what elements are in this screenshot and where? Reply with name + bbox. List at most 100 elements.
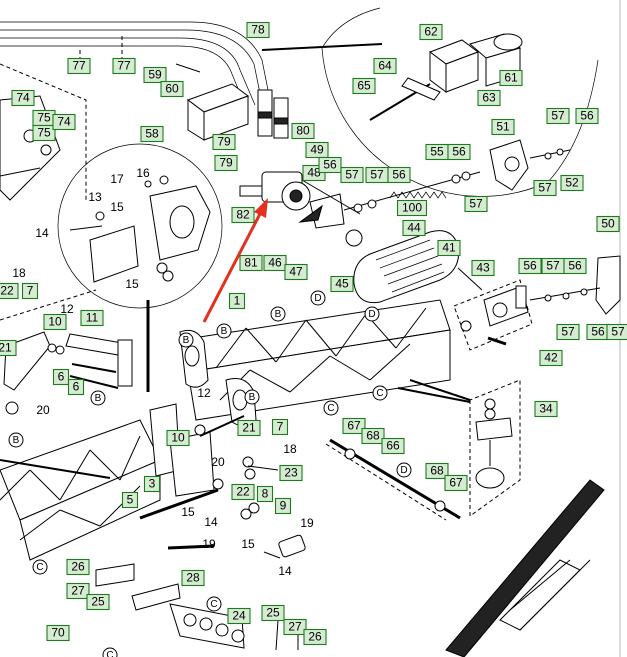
callout-100[interactable]: 100 xyxy=(396,199,428,217)
callout-56[interactable]: 56 xyxy=(518,257,542,275)
callout-43[interactable]: 43 xyxy=(471,259,495,277)
callout-56[interactable]: 56 xyxy=(318,156,342,174)
callout-9[interactable]: 9 xyxy=(274,497,292,515)
callout-box[interactable] xyxy=(239,254,263,272)
callout-box[interactable] xyxy=(160,80,184,98)
callout-box[interactable] xyxy=(373,57,397,75)
callout-box[interactable] xyxy=(143,66,167,84)
callout-49[interactable]: 49 xyxy=(305,141,329,159)
callout-66[interactable]: 66 xyxy=(381,437,405,455)
callout-box[interactable] xyxy=(305,141,329,159)
callout-6[interactable]: 6 xyxy=(52,368,70,386)
callout-box[interactable] xyxy=(121,491,139,509)
callout-57[interactable]: 57 xyxy=(365,166,389,184)
callout-25[interactable]: 25 xyxy=(261,604,285,622)
callout-box[interactable] xyxy=(291,122,315,140)
callout-box[interactable] xyxy=(112,57,136,75)
callout-box[interactable] xyxy=(606,323,627,341)
callout-box[interactable] xyxy=(491,118,515,136)
callout-box[interactable] xyxy=(419,23,443,41)
callout-22[interactable]: 22 xyxy=(0,282,19,300)
callout-34[interactable]: 34 xyxy=(534,400,558,418)
callout-28[interactable]: 28 xyxy=(181,569,205,587)
callout-box[interactable] xyxy=(52,113,76,131)
callout-6[interactable]: 6 xyxy=(67,378,85,396)
callout-63[interactable]: 63 xyxy=(477,89,501,107)
callout-46[interactable]: 46 xyxy=(263,254,287,272)
callout-79[interactable]: 79 xyxy=(214,154,238,172)
callout-box[interactable] xyxy=(263,254,287,272)
callout-box[interactable] xyxy=(425,462,449,480)
callout-61[interactable]: 61 xyxy=(499,69,523,87)
callout-box[interactable] xyxy=(560,174,584,192)
callout-box[interactable] xyxy=(340,166,364,184)
callout-box[interactable] xyxy=(228,292,246,310)
callout-box[interactable] xyxy=(437,239,461,257)
callout-box[interactable] xyxy=(534,400,558,418)
callout-7[interactable]: 7 xyxy=(271,418,289,436)
callout-box[interactable] xyxy=(0,339,17,357)
callout-box[interactable] xyxy=(52,368,70,386)
callout-box[interactable] xyxy=(447,143,471,161)
callout-box[interactable] xyxy=(596,215,620,233)
callout-57[interactable]: 57 xyxy=(606,323,627,341)
callout-box[interactable] xyxy=(67,378,85,396)
callout-box[interactable] xyxy=(318,156,342,174)
callout-62[interactable]: 62 xyxy=(419,23,443,41)
callout-52[interactable]: 52 xyxy=(560,174,584,192)
callout-box[interactable] xyxy=(539,349,563,367)
callout-8[interactable]: 8 xyxy=(256,485,274,503)
callout-box[interactable] xyxy=(556,323,580,341)
callout-box[interactable] xyxy=(274,497,292,515)
callout-24[interactable]: 24 xyxy=(227,607,251,625)
callout-box[interactable] xyxy=(67,57,91,75)
callout-box[interactable] xyxy=(11,89,35,107)
callout-56[interactable]: 56 xyxy=(586,323,610,341)
callout-box[interactable] xyxy=(66,558,90,576)
callout-box[interactable] xyxy=(80,309,104,327)
callout-box[interactable] xyxy=(464,195,488,213)
callout-57[interactable]: 57 xyxy=(556,323,580,341)
callout-box[interactable] xyxy=(402,219,426,237)
callout-64[interactable]: 64 xyxy=(373,57,397,75)
callout-box[interactable] xyxy=(396,199,428,217)
callout-box[interactable] xyxy=(231,206,255,224)
callout-70[interactable]: 70 xyxy=(46,624,70,642)
callout-56[interactable]: 56 xyxy=(447,143,471,161)
callout-56[interactable]: 56 xyxy=(563,257,587,275)
callout-75[interactable]: 75 xyxy=(32,109,56,127)
callout-5[interactable]: 5 xyxy=(121,491,139,509)
callout-box[interactable] xyxy=(181,569,205,587)
callout-57[interactable]: 57 xyxy=(340,166,364,184)
callout-81[interactable]: 81 xyxy=(239,254,263,272)
callout-10[interactable]: 10 xyxy=(166,429,190,447)
callout-50[interactable]: 50 xyxy=(596,215,620,233)
callout-21[interactable]: 21 xyxy=(237,419,261,437)
callout-74[interactable]: 74 xyxy=(11,89,35,107)
callout-77[interactable]: 77 xyxy=(112,57,136,75)
callout-22[interactable]: 22 xyxy=(231,483,255,501)
callout-box[interactable] xyxy=(212,133,236,151)
callout-55[interactable]: 55 xyxy=(425,143,449,161)
callout-box[interactable] xyxy=(43,313,67,331)
callout-box[interactable] xyxy=(471,259,495,277)
callout-57[interactable]: 57 xyxy=(541,257,565,275)
callout-box[interactable] xyxy=(143,475,161,493)
callout-78[interactable]: 78 xyxy=(246,21,270,39)
callout-box[interactable] xyxy=(546,107,570,125)
callout-1[interactable]: 1 xyxy=(228,292,246,310)
callout-box[interactable] xyxy=(387,166,411,184)
callout-box[interactable] xyxy=(271,418,289,436)
callout-box[interactable] xyxy=(261,604,285,622)
callout-58[interactable]: 58 xyxy=(140,125,164,143)
callout-box[interactable] xyxy=(444,474,468,492)
callout-box[interactable] xyxy=(86,593,110,611)
callout-box[interactable] xyxy=(246,21,270,39)
callout-27[interactable]: 27 xyxy=(66,582,90,600)
callout-box[interactable] xyxy=(330,275,354,293)
callout-box[interactable] xyxy=(256,485,274,503)
callout-box[interactable] xyxy=(21,282,39,300)
callout-67[interactable]: 67 xyxy=(342,417,366,435)
callout-11[interactable]: 11 xyxy=(80,309,104,327)
callout-68[interactable]: 68 xyxy=(361,427,385,445)
